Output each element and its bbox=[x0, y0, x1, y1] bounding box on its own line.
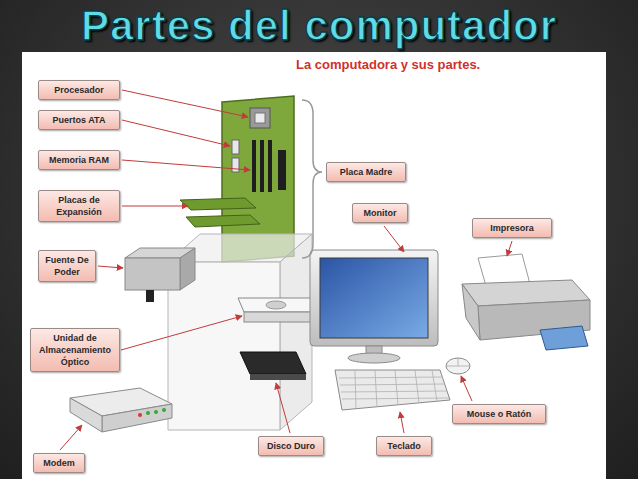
part-name: Disco Duro bbox=[263, 440, 319, 452]
modem-light bbox=[154, 410, 158, 414]
keyboard-body bbox=[335, 370, 450, 410]
part-name: Placa Madre bbox=[331, 166, 401, 178]
part-label-box: Modem bbox=[33, 453, 85, 473]
part-label-box: Monitor bbox=[352, 203, 408, 223]
brace-bracket bbox=[302, 100, 322, 258]
part-label-box: Disco Duro bbox=[258, 436, 324, 456]
modem-light bbox=[138, 413, 142, 417]
part-label-box: Teclado bbox=[376, 436, 432, 456]
modem bbox=[70, 388, 172, 432]
drive-front bbox=[244, 312, 318, 322]
part-label-box: Impresora bbox=[472, 218, 552, 238]
ata-port bbox=[232, 140, 239, 154]
ram-slot bbox=[260, 140, 264, 192]
part-name: Puertos ATA bbox=[43, 114, 115, 126]
leader-line bbox=[507, 241, 512, 256]
expansion-card bbox=[180, 198, 256, 210]
part-name: Impresora bbox=[477, 222, 547, 234]
processor-chip bbox=[250, 108, 270, 128]
modem-light bbox=[146, 411, 150, 415]
part-label-box: Procesador bbox=[38, 80, 120, 100]
printer-paper bbox=[478, 254, 530, 286]
psu-front bbox=[125, 258, 180, 290]
printed-photo bbox=[540, 326, 588, 350]
leader-lines bbox=[60, 90, 512, 450]
psu-side bbox=[180, 248, 195, 290]
expansion-card bbox=[186, 215, 260, 227]
modem-light bbox=[162, 408, 166, 412]
leader-line bbox=[98, 266, 123, 268]
part-name: Placas de Expansión bbox=[43, 194, 115, 218]
part-label-box: Placa Madre bbox=[326, 162, 406, 182]
psu-cable bbox=[146, 290, 154, 302]
monitor-bezel bbox=[310, 250, 438, 346]
ata-port bbox=[232, 158, 239, 172]
ram-slot bbox=[268, 140, 272, 192]
leader-line bbox=[384, 226, 404, 252]
hdd-body bbox=[240, 352, 306, 374]
leader-line bbox=[122, 90, 248, 117]
part-label-box: Placas de Expansión bbox=[38, 190, 120, 222]
printer-side bbox=[462, 284, 480, 340]
part-name: Fuente De Poder bbox=[43, 254, 91, 278]
leader-line bbox=[400, 412, 404, 433]
monitor bbox=[310, 250, 438, 363]
tower-case bbox=[168, 234, 312, 430]
part-name: Memoria RAM bbox=[43, 154, 115, 166]
ram-slot bbox=[252, 140, 256, 192]
drive-tray bbox=[238, 298, 318, 312]
part-name: Unidad de Almacenamiento Óptico bbox=[35, 332, 115, 368]
part-name: Modem bbox=[38, 457, 80, 469]
keyboard-keys bbox=[339, 370, 449, 408]
keyboard bbox=[335, 370, 450, 410]
leader-line bbox=[121, 316, 242, 350]
slide-title: Partes del computador bbox=[0, 0, 638, 52]
mouse bbox=[446, 358, 470, 374]
hard-disk bbox=[240, 352, 306, 380]
optical-drive bbox=[238, 298, 318, 322]
leader-line bbox=[276, 383, 290, 433]
part-name: Teclado bbox=[381, 440, 427, 452]
hdd-edge bbox=[250, 374, 306, 380]
processor-die bbox=[255, 113, 265, 123]
case-side bbox=[280, 234, 312, 430]
part-label-box: Mouse o Ratón bbox=[452, 404, 546, 424]
leader-line bbox=[122, 206, 188, 207]
part-name: Monitor bbox=[357, 207, 403, 219]
printer bbox=[462, 254, 590, 350]
optical-disc bbox=[266, 301, 286, 309]
part-label-box: Unidad de Almacenamiento Óptico bbox=[30, 328, 120, 372]
subtitle-text: La computadora y sus partes. bbox=[296, 57, 480, 72]
leader-line bbox=[122, 120, 230, 146]
power-supply bbox=[125, 248, 195, 302]
leader-line bbox=[60, 425, 82, 450]
part-label-box: Fuente De Poder bbox=[38, 250, 96, 282]
monitor-screen bbox=[320, 258, 428, 338]
part-name: Mouse o Ratón bbox=[457, 408, 541, 420]
part-name: Procesador bbox=[43, 84, 115, 96]
part-label-box: Memoria RAM bbox=[38, 150, 120, 170]
modem-side bbox=[70, 398, 102, 432]
ram-slot bbox=[278, 150, 286, 190]
leader-line bbox=[122, 160, 250, 170]
mouse-buttons bbox=[446, 358, 470, 366]
modem-front bbox=[102, 404, 172, 432]
monitor-base bbox=[348, 353, 400, 363]
part-label-box: Puertos ATA bbox=[38, 110, 120, 130]
leader-line bbox=[461, 376, 472, 401]
